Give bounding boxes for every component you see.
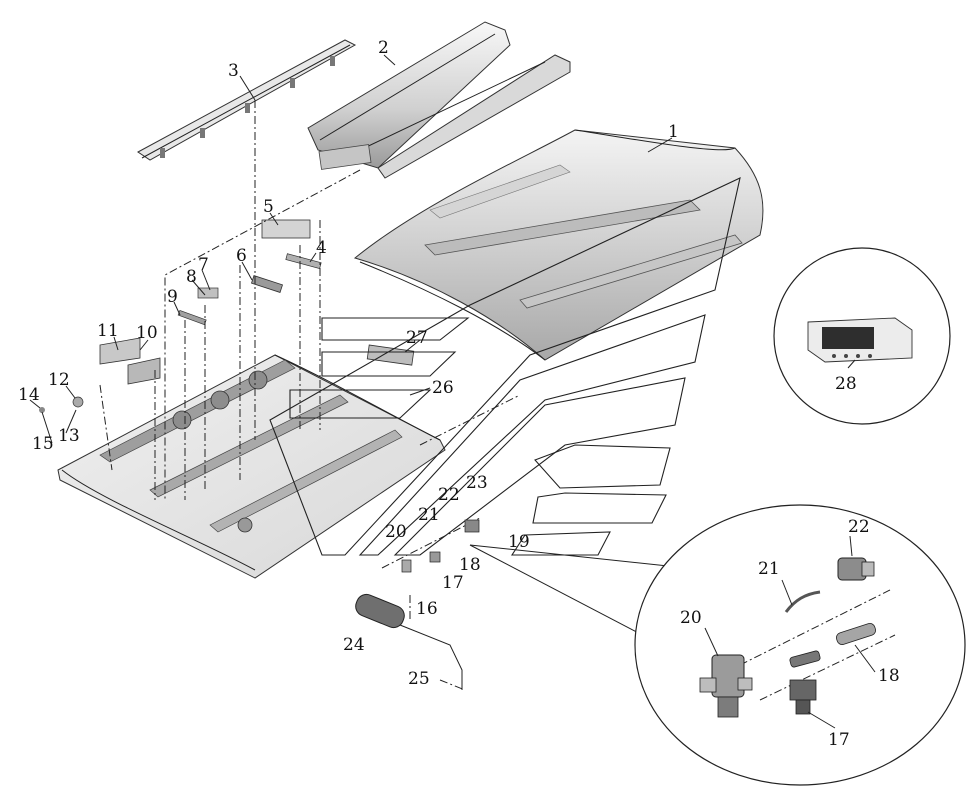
callout-16: 16 — [416, 599, 438, 619]
callout-5: 5 — [263, 197, 274, 217]
callout-2: 2 — [378, 38, 389, 58]
wire-link-icon — [784, 590, 821, 613]
callout-28: 28 — [835, 374, 857, 394]
detail-callout-21: 21 — [758, 559, 780, 579]
connector-22-icon — [837, 557, 875, 581]
detail-callout-17: 17 — [828, 730, 850, 750]
callout-6: 6 — [236, 246, 247, 266]
valve-cluster — [401, 519, 480, 573]
callout-22: 22 — [438, 485, 460, 505]
fitting-17-icon — [789, 679, 817, 715]
detail-circle-valve — [469, 504, 966, 786]
callout-7: 7 — [198, 255, 209, 275]
valve-body-icon — [699, 654, 753, 718]
callout-11: 11 — [97, 321, 119, 341]
callout-25: 25 — [408, 669, 430, 689]
callout-17: 17 — [442, 573, 464, 593]
roof-panel — [353, 129, 764, 361]
callout-14: 14 — [18, 385, 40, 405]
spring-18-icon — [789, 623, 876, 668]
callout-4: 4 — [316, 238, 327, 258]
callout-21: 21 — [418, 505, 440, 525]
callout-18: 18 — [459, 555, 481, 575]
callout-10: 10 — [136, 323, 158, 343]
callout-labels: 1 2 3 4 5 6 7 8 9 10 11 12 13 14 15 16 1… — [18, 38, 857, 689]
callout-26: 26 — [432, 378, 454, 398]
callout-12: 12 — [48, 370, 70, 390]
detail-callout-22: 22 — [848, 517, 870, 537]
phantom-panels — [269, 177, 741, 556]
detail-circle-28 — [773, 247, 951, 425]
callout-13: 13 — [58, 426, 80, 446]
assembly-lines — [99, 100, 521, 691]
detail-callout-20: 20 — [680, 608, 702, 628]
callout-20: 20 — [385, 522, 407, 542]
callout-1: 1 — [668, 122, 679, 142]
callout-23: 23 — [466, 473, 488, 493]
base-frame — [57, 354, 446, 579]
callout-27: 27 — [406, 328, 428, 348]
detail-leader-lines — [704, 535, 876, 729]
detail-callout-labels: 22 21 20 18 17 — [680, 517, 900, 750]
callout-24: 24 — [343, 635, 365, 655]
callout-9: 9 — [167, 287, 178, 307]
callout-3: 3 — [228, 61, 239, 81]
hardware-bits — [39, 219, 415, 413]
mounting-rail — [137, 39, 357, 161]
air-duct — [307, 21, 571, 179]
callout-15: 15 — [32, 434, 54, 454]
handle-assembly — [355, 593, 463, 690]
callout-19: 19 — [508, 532, 530, 552]
callout-8: 8 — [186, 267, 197, 287]
detail-callout-18: 18 — [878, 666, 900, 686]
leader-lines — [29, 54, 856, 444]
